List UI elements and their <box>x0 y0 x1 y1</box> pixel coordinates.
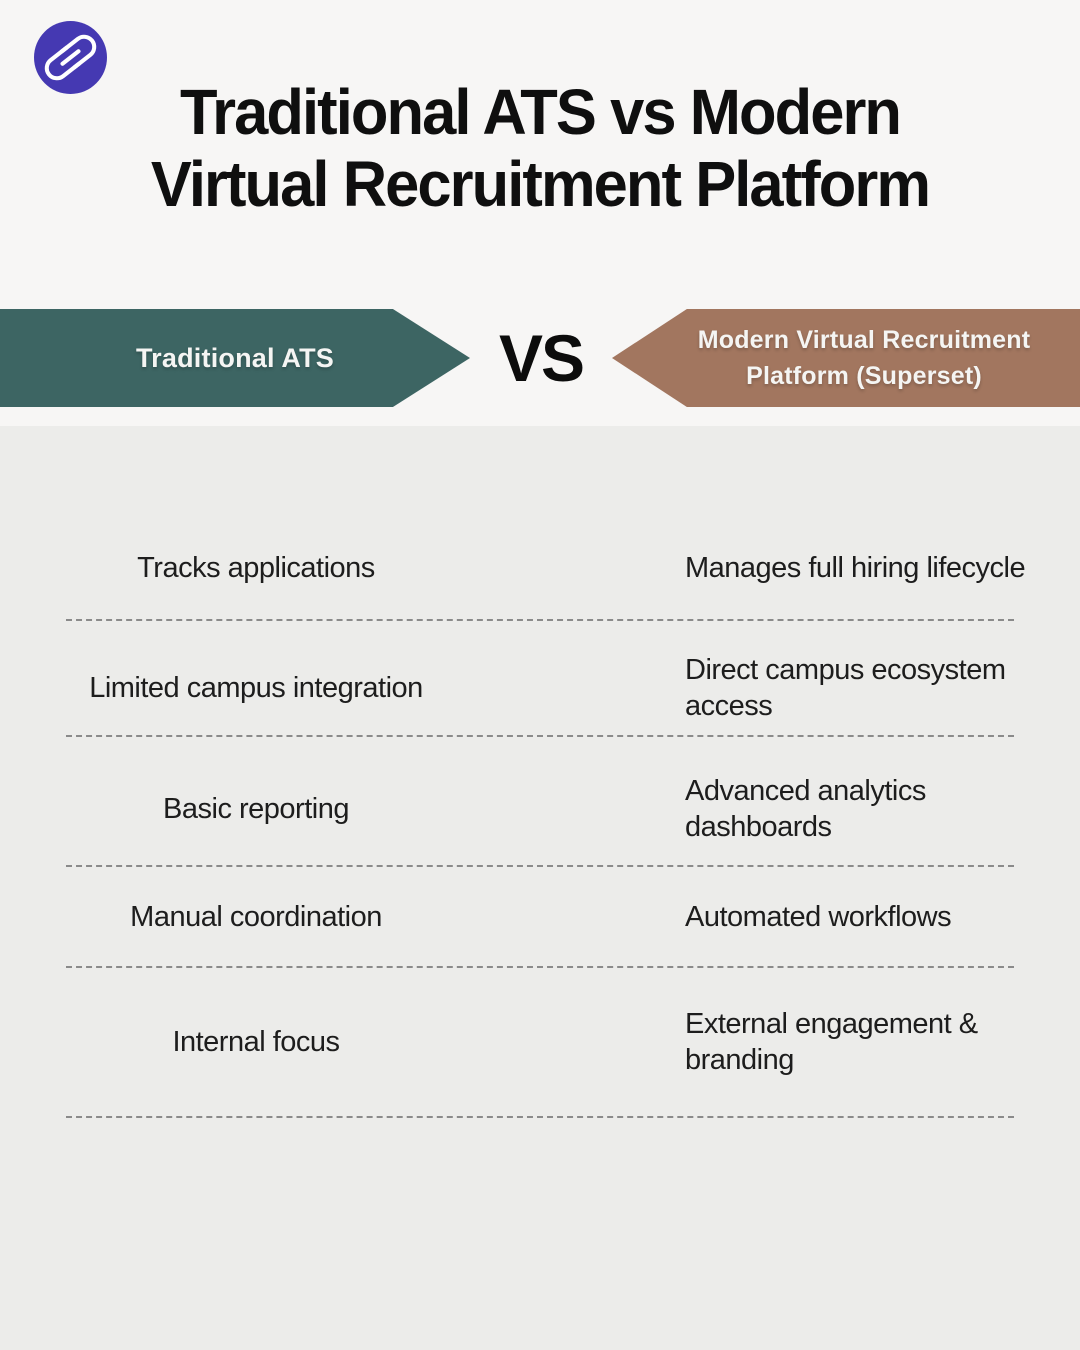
table-row: Basic reporting Advanced analytics dashb… <box>66 737 1014 867</box>
logo <box>34 21 107 94</box>
right-banner: Modern Virtual Recruitment Platform (Sup… <box>612 309 1080 407</box>
right-banner-label-line2: Platform (Superset) <box>746 362 982 390</box>
page-title-line2: Virtual Recruitment Platform <box>150 148 931 220</box>
right-cell: Manages full hiring lifecycle <box>685 550 1026 586</box>
right-cell-line1: Advanced analytics <box>685 775 926 807</box>
right-banner-label-line1: Modern Virtual Recruitment <box>697 326 1031 354</box>
left-cell: Tracks applications <box>137 551 375 584</box>
left-cell: Internal focus <box>172 1026 340 1058</box>
right-cell: Advanced analytics dashboards <box>685 773 926 845</box>
comparison-table: Tracks applications Manages full hiring … <box>0 426 1080 1350</box>
right-cell: External engagement & branding <box>685 1006 978 1078</box>
vs-label: VS <box>498 321 585 395</box>
table-row: Manual coordination Automated workflows <box>66 867 1014 968</box>
left-banner-label: Traditional ATS <box>135 342 334 373</box>
page-title-line1: Traditional ATS vs Modern <box>179 76 902 148</box>
right-cell-line2: branding <box>685 1044 794 1076</box>
right-cell-line2: access <box>685 690 773 722</box>
left-cell: Limited campus integration <box>89 672 423 704</box>
right-cell: Direct campus ecosystem access <box>685 652 1006 724</box>
table-row: Tracks applications Manages full hiring … <box>66 426 1026 621</box>
left-banner: Traditional ATS <box>0 309 470 407</box>
right-cell-line1: Automated workflows <box>685 900 952 933</box>
right-cell-line2: dashboards <box>685 811 832 843</box>
logo-icon <box>34 21 107 94</box>
right-cell-line1: External engagement & <box>685 1008 978 1040</box>
right-cell-line1: Manages full hiring lifecycle <box>685 551 1026 584</box>
left-cell: Basic reporting <box>163 793 349 825</box>
header-section: Traditional ATS vs Modern Virtual Recrui… <box>0 0 1080 426</box>
table-row: Limited campus integration Direct campus… <box>66 621 1014 737</box>
right-cell: Automated workflows <box>685 899 952 935</box>
left-cell: Manual coordination <box>130 900 382 933</box>
page-title: Traditional ATS vs Modern Virtual Recrui… <box>22 76 1059 220</box>
right-cell-line1: Direct campus ecosystem <box>685 654 1006 686</box>
table-row: Internal focus External engagement & bra… <box>66 968 1014 1118</box>
